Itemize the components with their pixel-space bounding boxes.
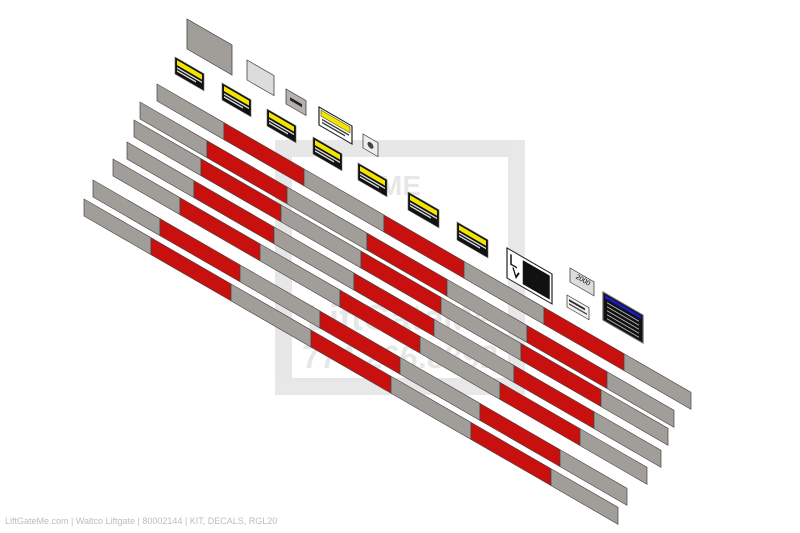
label-2000-decal: [569, 267, 595, 297]
reflective-strip: [83, 198, 619, 525]
small-label-decal: [566, 294, 590, 321]
gray-segment: [593, 411, 662, 468]
gray-segment: [559, 449, 628, 506]
warning-decal: [456, 221, 489, 259]
blue-chart-decal: [602, 291, 644, 345]
warning-decal: [174, 56, 205, 92]
icon-plate-decal: [362, 133, 379, 158]
reflective-strip: [112, 158, 648, 485]
small-plate-decal: [285, 88, 307, 117]
gray-panel-decal: [186, 18, 233, 76]
image-caption: LiftGateMe.com | Waltco Liftgate | 80002…: [5, 516, 278, 526]
light-panel-decal: [246, 59, 275, 97]
gray-segment: [600, 389, 669, 446]
warning-decal: [266, 108, 297, 144]
reflective-strip: [156, 83, 692, 410]
reflective-strip: [133, 119, 669, 446]
warning-decal: [312, 136, 343, 172]
reflective-strips: [83, 83, 692, 525]
warning-decal: [407, 191, 440, 229]
reflective-strip: [139, 101, 675, 428]
gray-segment: [579, 428, 648, 485]
reflective-strip: [92, 179, 628, 506]
gray-segment: [550, 468, 619, 525]
warning-decal: [221, 82, 252, 118]
caution-decal: [318, 106, 353, 145]
decals: [174, 18, 644, 345]
gray-segment: [623, 353, 692, 410]
warning-decal: [357, 162, 388, 198]
reflective-strip: [126, 141, 662, 468]
gray-segment: [606, 371, 675, 428]
instruction-decal: [506, 247, 553, 305]
